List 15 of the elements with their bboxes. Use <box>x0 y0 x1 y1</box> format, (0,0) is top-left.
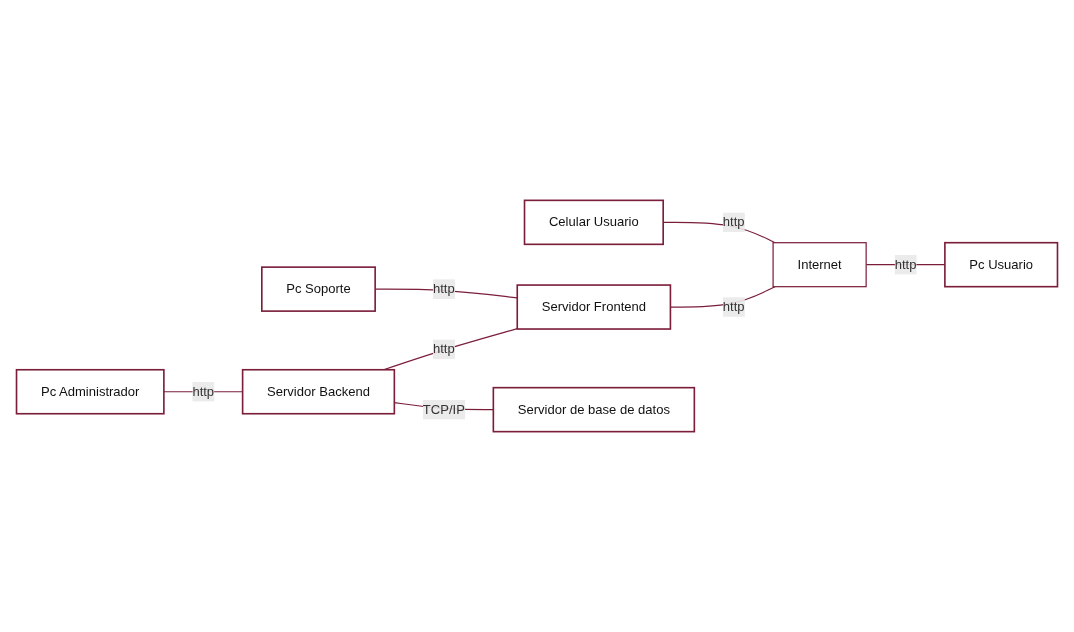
node-box: Pc Usuario <box>944 241 1059 288</box>
edge-label: http <box>432 342 455 356</box>
node-box: Pc Soporte <box>261 266 376 312</box>
node-box: Servidor de base de datos <box>492 386 696 433</box>
edge-label: TCP/IP <box>422 402 465 417</box>
edge-label: http <box>722 215 745 229</box>
node-box: Internet <box>772 242 867 288</box>
node-box: Pc Administrador <box>15 368 165 415</box>
edge-label: http <box>722 299 745 314</box>
node-box: Servidor Backend <box>241 368 396 415</box>
node-box: Servidor Frontend <box>516 284 672 330</box>
edge-label: http <box>192 384 215 399</box>
edge-label: http <box>894 257 917 272</box>
node-box: Celular Usuario <box>523 199 664 246</box>
edge-label: http <box>432 281 455 296</box>
